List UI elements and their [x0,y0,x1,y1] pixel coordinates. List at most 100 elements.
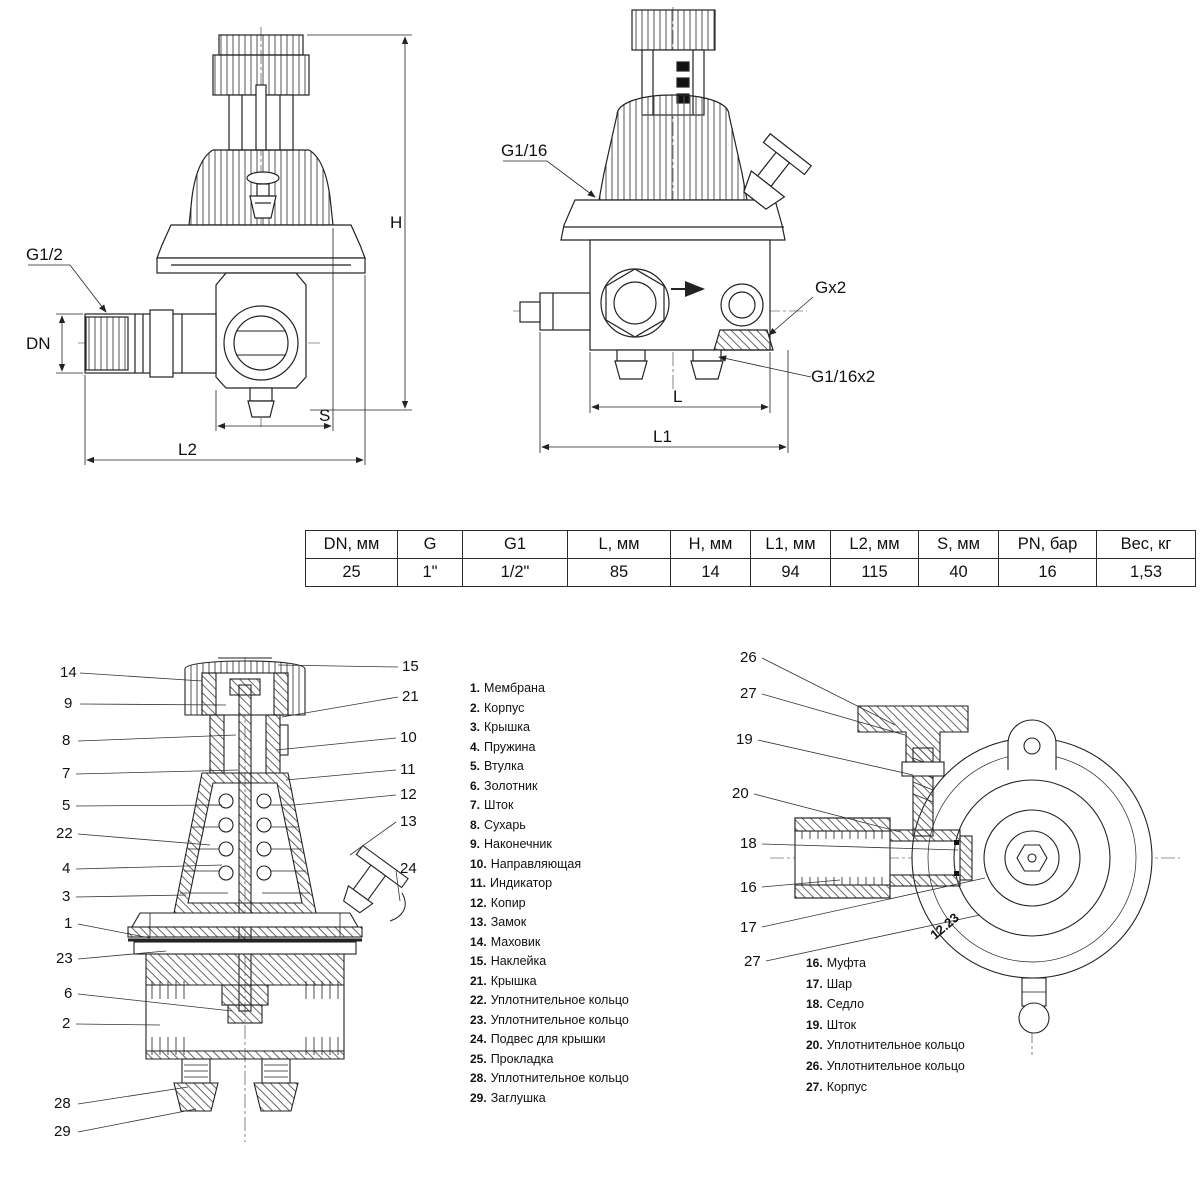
legend-item-label: Уплотнительное кольцо [490,1071,629,1085]
legend-item-label: Пружина [484,739,536,754]
legend-item-number: 17. [806,976,823,991]
callout-15: 15 [402,658,419,675]
legend-item-label: Маховик [490,934,541,949]
spec-value-row: 25 1" 1/2" 85 14 94 115 40 16 1,53 [305,558,1196,587]
legend-item: 5.Втулка [470,759,629,779]
spec-header-row: DN, мм G G1 L, мм H, мм L1, мм L2, мм S,… [305,530,1196,559]
spec-header-l: L, мм [567,530,671,559]
drawing-section-ball: 26 27 19 20 18 16 17 27 12.23 [732,649,1180,1055]
spec-table: DN, мм G G1 L, мм H, мм L1, мм L2, мм S,… [305,530,1196,587]
drawing-side-view: G1/2 DN H S L2 [26,27,412,465]
legend-item: 7.Шток [470,798,629,818]
legend-item-number: 12. [470,895,487,910]
legend-item-number: 8. [470,817,481,832]
spec-header-pn: PN, бар [998,530,1097,559]
callout-21: 21 [402,688,419,705]
legend-item-number: 11. [470,876,487,890]
spec-header-g1: G1 [462,530,568,559]
legend-item: 11.Индикатор [470,876,629,896]
legend-item-label: Наклейка [490,954,547,968]
callout-1: 1 [64,915,72,932]
callout-17: 17 [740,919,757,936]
callout-19: 19 [736,731,753,748]
callout-13: 13 [400,813,417,830]
dim-label-l2: L2 [178,440,197,459]
legend-item: 18.Седло [806,997,965,1018]
legend-item: 8.Сухарь [470,818,629,838]
legend-item-number: 16. [806,956,823,970]
legend-item-number: 18. [806,997,823,1012]
legend-ball: 16.Муфта 17.Шар 18.Седло 19.Шток 20.Упло… [806,956,965,1100]
legend-item: 23.Уплотнительное кольцо [470,1013,629,1033]
dim-label-s: S [319,406,330,425]
legend-item: 13.Замок [470,915,629,935]
legend-item-label: Шар [826,976,853,991]
legend-item-label: Прокладка [490,1051,554,1066]
legend-item-label: Крышка [490,973,537,988]
legend-item: 29.Заглушка [470,1091,629,1111]
dim-label-l: L [673,387,682,406]
spec-value-l2: 115 [830,558,919,587]
legend-item-number: 3. [470,720,481,734]
legend-item-label: Индикатор [490,876,553,890]
spec-header-dn: DN, мм [305,530,398,559]
callout-10: 10 [400,729,417,746]
legend-item-number: 5. [470,759,481,773]
legend-item-label: Корпус [484,700,525,715]
legend-item-number: 27. [806,1079,823,1094]
spec-header-s: S, мм [918,530,999,559]
legend-item: 27.Корпус [806,1080,965,1101]
spec-header-l2: L2, мм [830,530,919,559]
legend-item-number: 2. [470,700,481,715]
legend-item-label: Уплотнительное кольцо [490,1012,629,1027]
callout-26: 26 [740,649,757,666]
callout-2: 2 [62,1015,70,1032]
legend-item-label: Сухарь [484,817,526,832]
callout-28: 28 [54,1095,71,1112]
spec-value-l: 85 [567,558,671,587]
callout-5: 5 [62,797,70,814]
legend-item-number: 9. [470,837,481,851]
legend-item-number: 10. [470,856,487,871]
callout-22: 22 [56,825,73,842]
legend-item-number: 14. [470,934,487,949]
legend-item-label: Заглушка [490,1090,546,1105]
callout-20: 20 [732,785,749,802]
legend-item-number: 28. [470,1071,487,1085]
legend-item: 16.Муфта [806,956,965,977]
legend-main: 1.Мембрана 2.Корпус 3. Крышка 4.Пружина 5… [470,681,629,1110]
legend-item: 2.Корпус [470,701,629,721]
callout-23: 23 [56,950,73,967]
legend-item-label: Шток [484,798,514,812]
dim-label-l1: L1 [653,427,672,446]
legend-item: 9.Наконечник [470,837,629,857]
legend-item-number: 6. [470,778,481,793]
legend-item-label: Копир [490,895,526,910]
callout-7: 7 [62,765,70,782]
legend-item-number: 7. [470,798,481,812]
legend-item: 28.Уплотнительное кольцо [470,1071,629,1091]
callout-11: 11 [400,761,416,778]
callout-3: 3 [62,888,70,905]
spec-value-h: 14 [670,558,751,587]
legend-item: 4.Пружина [470,740,629,760]
legend-item-label: Муфта [826,956,866,970]
callout-9: 9 [64,695,72,712]
legend-item-number: 24. [470,1032,487,1046]
legend-item-label: Втулка [484,759,524,773]
dim-label-h: H [390,213,402,232]
drawing-front-view: G1/16 Gx2 G1/16x2 L L1 [501,7,875,453]
spec-header-weight: Вес, кг [1096,530,1196,559]
callout-4: 4 [62,860,70,877]
legend-item-number: 23. [470,1012,487,1027]
callout-27: 27 [740,685,757,702]
legend-item-number: 4. [470,739,481,754]
legend-item-label: Шток [826,1017,857,1032]
legend-item-label: Уплотнительное кольцо [826,1058,965,1073]
callout-16: 16 [740,879,757,896]
legend-item: 1.Мембрана [470,681,629,701]
legend-item: 22.Уплотнительное кольцо [470,993,629,1013]
callout-8: 8 [62,732,70,749]
legend-item-label: Наконечник [484,837,552,851]
legend-item-label: Замок [490,915,527,929]
